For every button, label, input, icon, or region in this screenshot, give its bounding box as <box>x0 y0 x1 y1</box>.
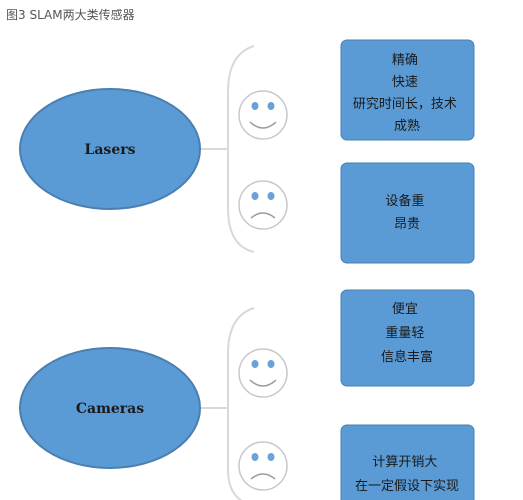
svg-text:计算开销大 在一定假设下实现: 计算开销大 在一定假设下实现 <box>355 455 459 494</box>
smiley-face-icon <box>238 348 288 398</box>
ellipse-label-cameras: Cameras <box>76 401 144 417</box>
bracket-curve <box>227 45 255 253</box>
ellipse-cameras <box>19 347 201 469</box>
ellipse-label-lasers: Lasers <box>85 142 136 158</box>
pros-item: 精确 <box>392 53 418 68</box>
cons-box-lasers <box>340 162 475 264</box>
pros-item: 重量轻 <box>385 325 424 341</box>
svg-text:便宜 重量轻 信息丰富: 便宜 重量轻 信息丰富 <box>381 302 433 365</box>
pros-box-lasers <box>340 39 475 141</box>
svg-text:设备重 昂贵: 设备重 昂贵 <box>385 193 428 232</box>
pros-item: 成熟 <box>394 118 420 134</box>
pros-item: 研究时间长，技术 <box>353 97 457 112</box>
cons-item: 计算开销大 <box>372 455 437 470</box>
cons-item: 在一定假设下实现 <box>355 479 459 494</box>
pros-item: 信息丰富 <box>381 349 433 365</box>
pros-box-cameras <box>340 289 475 387</box>
ellipse-lasers <box>19 88 201 210</box>
group-lasers: Lasers 精确 快速 研究时间长，技术 成熟 设备重 昂贵 <box>19 39 475 264</box>
pros-item: 便宜 <box>392 302 418 317</box>
smiley-face-icon <box>238 90 288 140</box>
cons-item: 昂贵 <box>394 217 420 232</box>
frowning-face-icon <box>238 441 288 491</box>
svg-text:精确 快速 研究时间长，技术: 精确 快速 研究时间长，技术 成熟 <box>353 53 461 134</box>
cons-item: 设备重 <box>385 193 424 209</box>
figure-caption: 图3 SLAM两大类传感器 <box>6 8 135 22</box>
pros-item: 快速 <box>392 75 418 90</box>
cons-box-cameras <box>340 424 475 500</box>
group-cameras: Cameras 便宜 重量轻 信息丰富 计算开销大 在一定假设下实现 <box>19 289 475 500</box>
frowning-face-icon <box>238 180 288 230</box>
